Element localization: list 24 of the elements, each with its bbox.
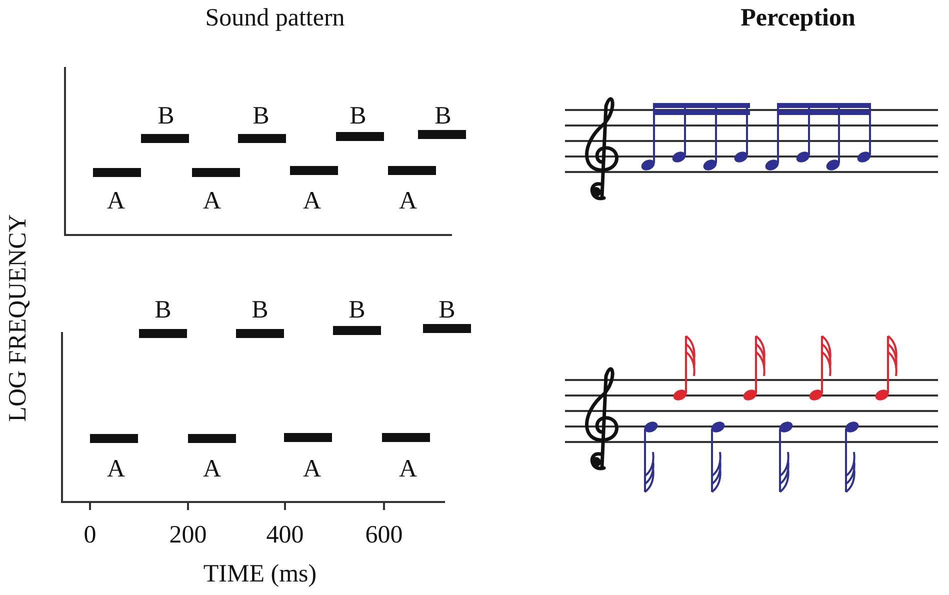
axis-label: LOG FREQUENCY <box>6 214 30 422</box>
tone-label: A <box>106 188 126 214</box>
tone-label: A <box>202 188 222 214</box>
tone-label: A <box>398 188 418 214</box>
panel-heading: Perception <box>740 6 856 30</box>
tone-label: A <box>202 456 222 482</box>
tick-label: 0 <box>84 522 96 548</box>
tick-label: 200 <box>169 522 207 548</box>
axis-label: TIME (ms) <box>203 562 317 586</box>
tick-label: 600 <box>365 522 403 548</box>
tone-label: B <box>348 298 366 322</box>
tone-label: B <box>350 104 366 128</box>
tone-label: A <box>398 456 418 482</box>
tone-label: A <box>302 188 322 214</box>
tone-label: B <box>252 298 268 322</box>
panel-heading: Sound pattern <box>205 6 345 30</box>
tone-label: B <box>154 298 172 322</box>
tone-label: A <box>106 456 126 482</box>
tone-label: A <box>302 456 322 482</box>
tick-label: 400 <box>266 522 304 548</box>
tone-label: B <box>252 104 270 128</box>
tone-label: B <box>434 104 452 128</box>
tone-label: B <box>438 298 456 322</box>
tone-label: B <box>158 104 174 128</box>
